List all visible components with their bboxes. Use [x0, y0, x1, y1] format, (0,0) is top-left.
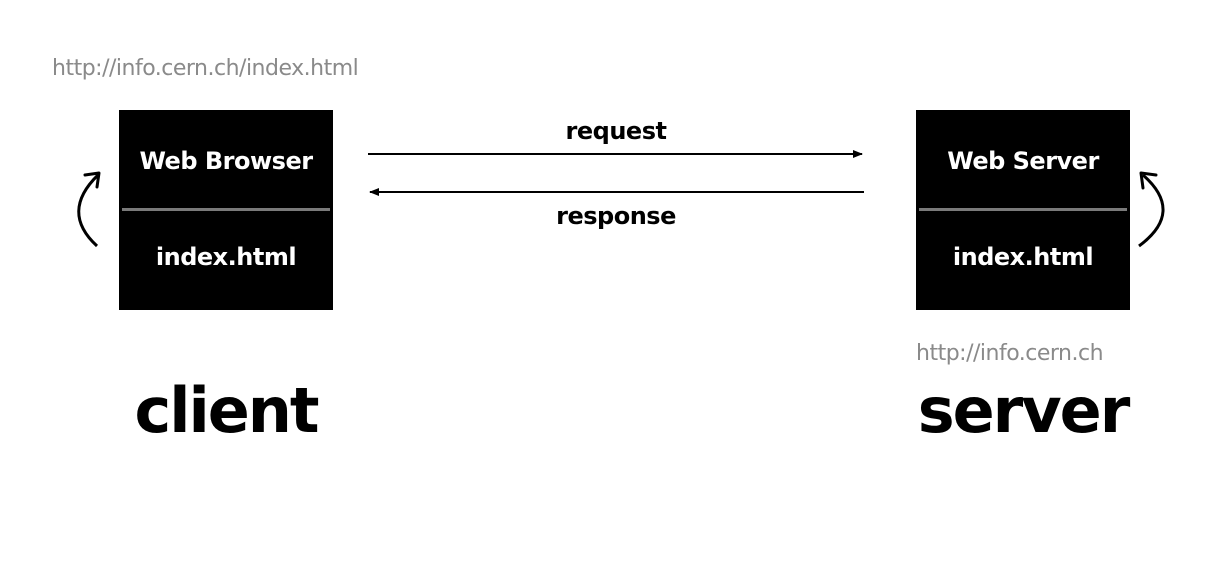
server-file-label: index.html [952, 243, 1094, 271]
web-server-box: Web Server index.html [916, 110, 1130, 310]
server-box-divider [919, 208, 1127, 211]
client-label: client [134, 374, 319, 447]
response-label: response [556, 202, 676, 230]
client-file-label: index.html [155, 243, 297, 271]
client-url: http://info.cern.ch/index.html [52, 56, 359, 81]
client-box-divider [122, 208, 330, 211]
server-curved-arrow-icon [1138, 171, 1165, 248]
web-browser-label: Web Browser [139, 147, 313, 175]
request-label: request [565, 117, 667, 145]
web-server-label: Web Server [947, 147, 1099, 175]
client-curved-arrow-icon [77, 171, 101, 248]
web-browser-box: Web Browser index.html [119, 110, 333, 310]
server-label: server [917, 374, 1131, 447]
server-url: http://info.cern.ch [916, 341, 1104, 366]
